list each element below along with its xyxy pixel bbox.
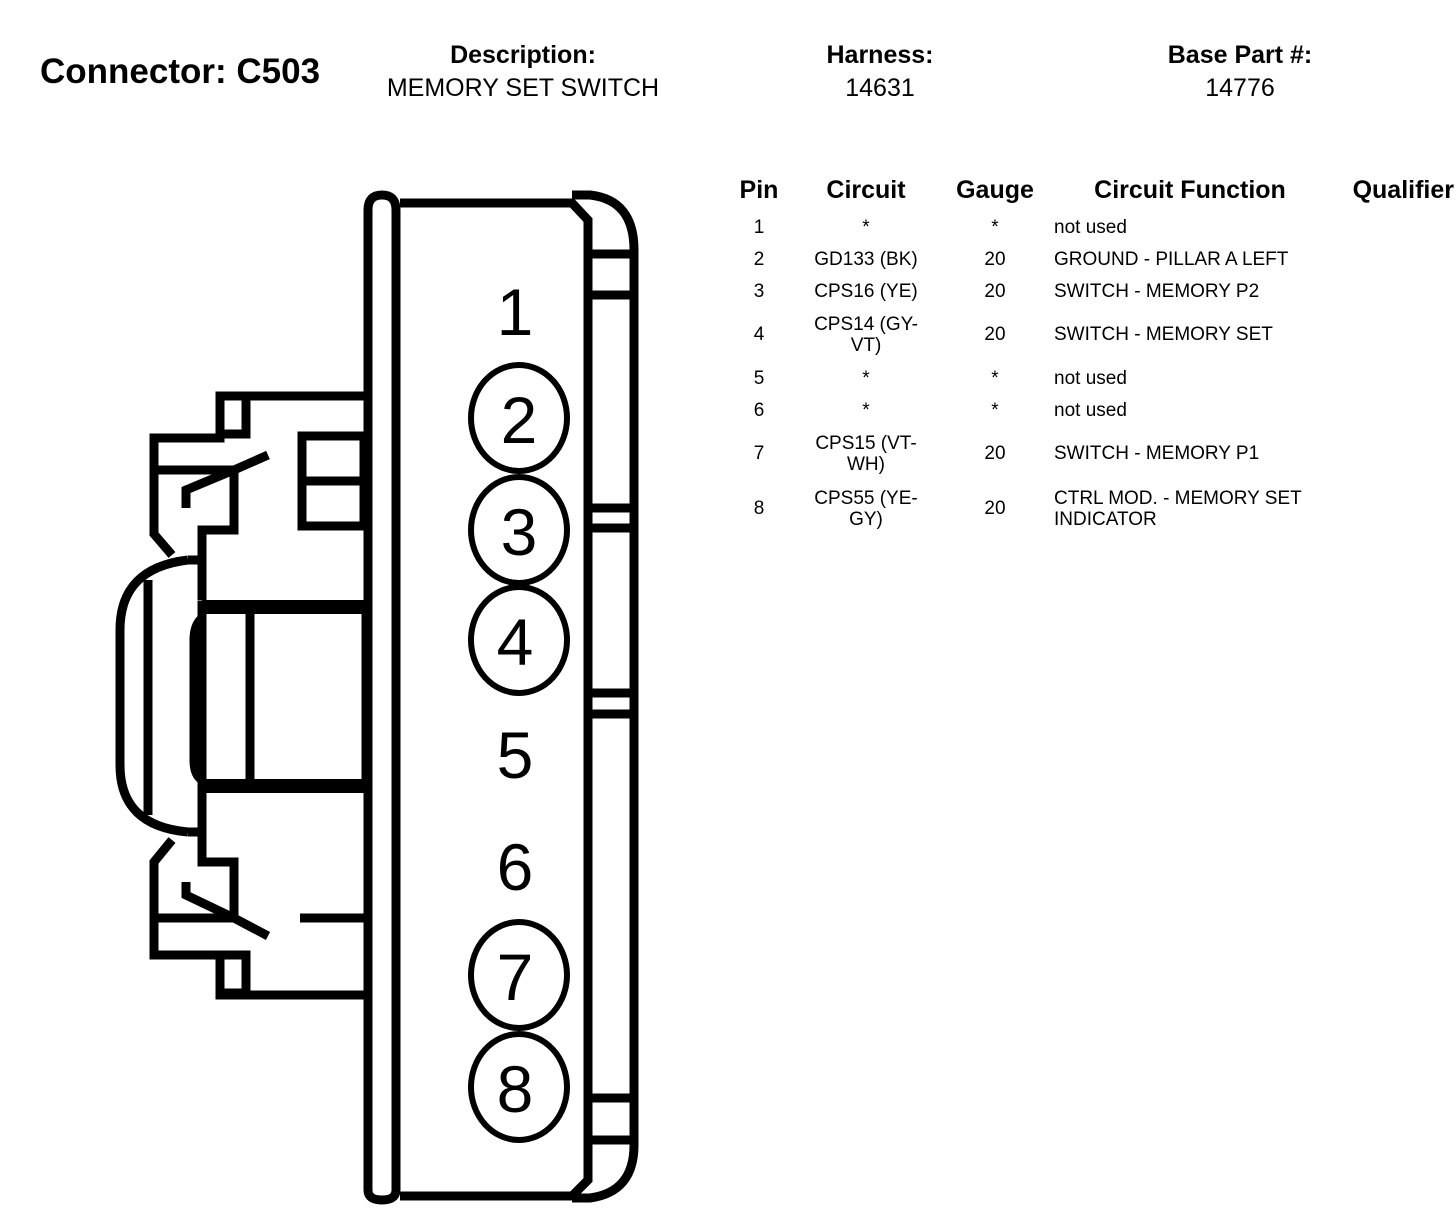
col-header-pin: Pin: [739, 176, 779, 204]
cell-qualifier: [1334, 275, 1454, 307]
left-rail: [363, 190, 401, 1205]
table-row: 6 * * not used: [730, 394, 1454, 426]
cell-circuit: CPS55 (YE-GY): [814, 487, 918, 530]
left-bump: [115, 555, 189, 837]
cell-gauge: *: [991, 367, 999, 389]
description-block: Description: MEMORY SET SWITCH: [368, 40, 678, 106]
base-part-label: Base Part #:: [1167, 41, 1313, 69]
pin-label-5: 5: [497, 718, 534, 792]
cell-qualifier: [1334, 362, 1454, 394]
table-row: 4 CPS14 (GY-VT) 20 SWITCH - MEMORY SET: [730, 307, 1454, 362]
pin-circle-2: [468, 362, 570, 474]
cell-gauge: 20: [984, 248, 1006, 270]
latch-upper-tab: [215, 391, 251, 439]
pin-label-3: 3: [501, 495, 538, 569]
main-body: [400, 198, 593, 1201]
table-row: 7 CPS15 (VT-WH) 20 SWITCH - MEMORY P1: [730, 426, 1454, 481]
connector-title: Connector: C503: [40, 52, 321, 91]
cell-circuit: CPS14 (GY-VT): [814, 313, 918, 356]
table-row: 3 CPS16 (YE) 20 SWITCH - MEMORY P2: [730, 275, 1454, 307]
latch-lower: [149, 837, 373, 1050]
table-row: 8 CPS55 (YE-GY) 20 CTRL MOD. - MEMORY SE…: [730, 481, 1454, 536]
pin-label-1: 1: [497, 275, 534, 349]
cell-gauge: *: [991, 399, 999, 421]
cell-pin: 8: [753, 498, 765, 519]
cell-circuit: *: [862, 367, 870, 389]
table-row: 1 * * not used: [730, 211, 1454, 243]
cell-circuit-function: GROUND - PILLAR A LEFT: [1054, 248, 1289, 270]
pin-circle-3: [468, 474, 570, 586]
base-part-value: 14776: [1205, 74, 1275, 102]
cell-circuit: CPS16 (YE): [814, 280, 918, 302]
cell-pin: 2: [753, 248, 765, 270]
col-header-circuit: Circuit: [826, 176, 906, 204]
pin-circle-8: [468, 1031, 570, 1143]
cell-gauge: 20: [984, 443, 1006, 464]
cell-circuit-function: SWITCH - MEMORY SET: [1054, 324, 1273, 345]
cell-gauge: 20: [984, 324, 1006, 345]
pin-label-8: 8: [497, 1052, 534, 1126]
pin-label-6: 6: [497, 830, 534, 904]
pin-circle-7: [468, 919, 570, 1031]
cell-pin: 4: [753, 324, 765, 345]
cell-gauge: 20: [984, 498, 1006, 519]
cell-circuit-function: SWITCH - MEMORY P1: [1054, 443, 1260, 464]
col-header-qualifier: Qualifier: [1352, 176, 1454, 204]
cell-qualifier: [1334, 243, 1454, 275]
cell-pin: 3: [753, 280, 765, 302]
cell-circuit-function: not used: [1054, 367, 1127, 389]
cell-circuit: CPS15 (VT-WH): [815, 432, 917, 475]
col-header-circuit-function: Circuit Function: [1094, 176, 1286, 204]
harness-block: Harness: 14631: [780, 40, 980, 106]
cell-pin: 6: [753, 399, 765, 421]
table-header-row: Pin Circuit Gauge Circuit Function Quali…: [730, 172, 1454, 211]
cell-circuit: *: [862, 399, 870, 421]
cell-gauge: 20: [984, 280, 1006, 302]
harness-label: Harness:: [826, 41, 934, 69]
cell-circuit-function: not used: [1054, 216, 1127, 238]
cell-gauge: *: [991, 216, 999, 238]
cell-qualifier: [1334, 394, 1454, 426]
cell-circuit-function: not used: [1054, 399, 1127, 421]
pin-label-2: 2: [501, 383, 538, 457]
cell-circuit: *: [862, 216, 870, 238]
cell-circuit: GD133 (BK): [814, 248, 918, 270]
key-block: [197, 600, 371, 793]
pin-label-7: 7: [497, 940, 534, 1014]
cell-pin: 7: [753, 443, 765, 464]
pin-circle-4: [468, 584, 570, 696]
cell-circuit-function: SWITCH - MEMORY P2: [1054, 280, 1260, 302]
pin-table: Pin Circuit Gauge Circuit Function Quali…: [730, 172, 1454, 536]
connector-face-diagram: 1 2 3 4 5 6 7 8: [115, 190, 639, 1205]
latch-lower-tab: [215, 950, 251, 998]
description-label: Description:: [450, 41, 596, 69]
table-row: 2 GD133 (BK) 20 GROUND - PILLAR A LEFT: [730, 243, 1454, 275]
cell-qualifier: [1334, 481, 1454, 536]
cell-pin: 5: [753, 367, 765, 389]
table-row: 5 * * not used: [730, 362, 1454, 394]
col-header-gauge: Gauge: [956, 176, 1034, 204]
pin-label-4: 4: [497, 605, 534, 679]
cell-pin: 1: [753, 216, 765, 238]
base-part-block: Base Part #: 14776: [1140, 40, 1340, 106]
cell-qualifier: [1334, 211, 1454, 243]
cell-circuit-function: CTRL MOD. - MEMORY SET INDICATOR: [1054, 487, 1302, 530]
harness-value: 14631: [845, 74, 915, 102]
cell-qualifier: [1334, 307, 1454, 362]
cell-qualifier: [1334, 426, 1454, 481]
description-value: MEMORY SET SWITCH: [386, 74, 660, 102]
